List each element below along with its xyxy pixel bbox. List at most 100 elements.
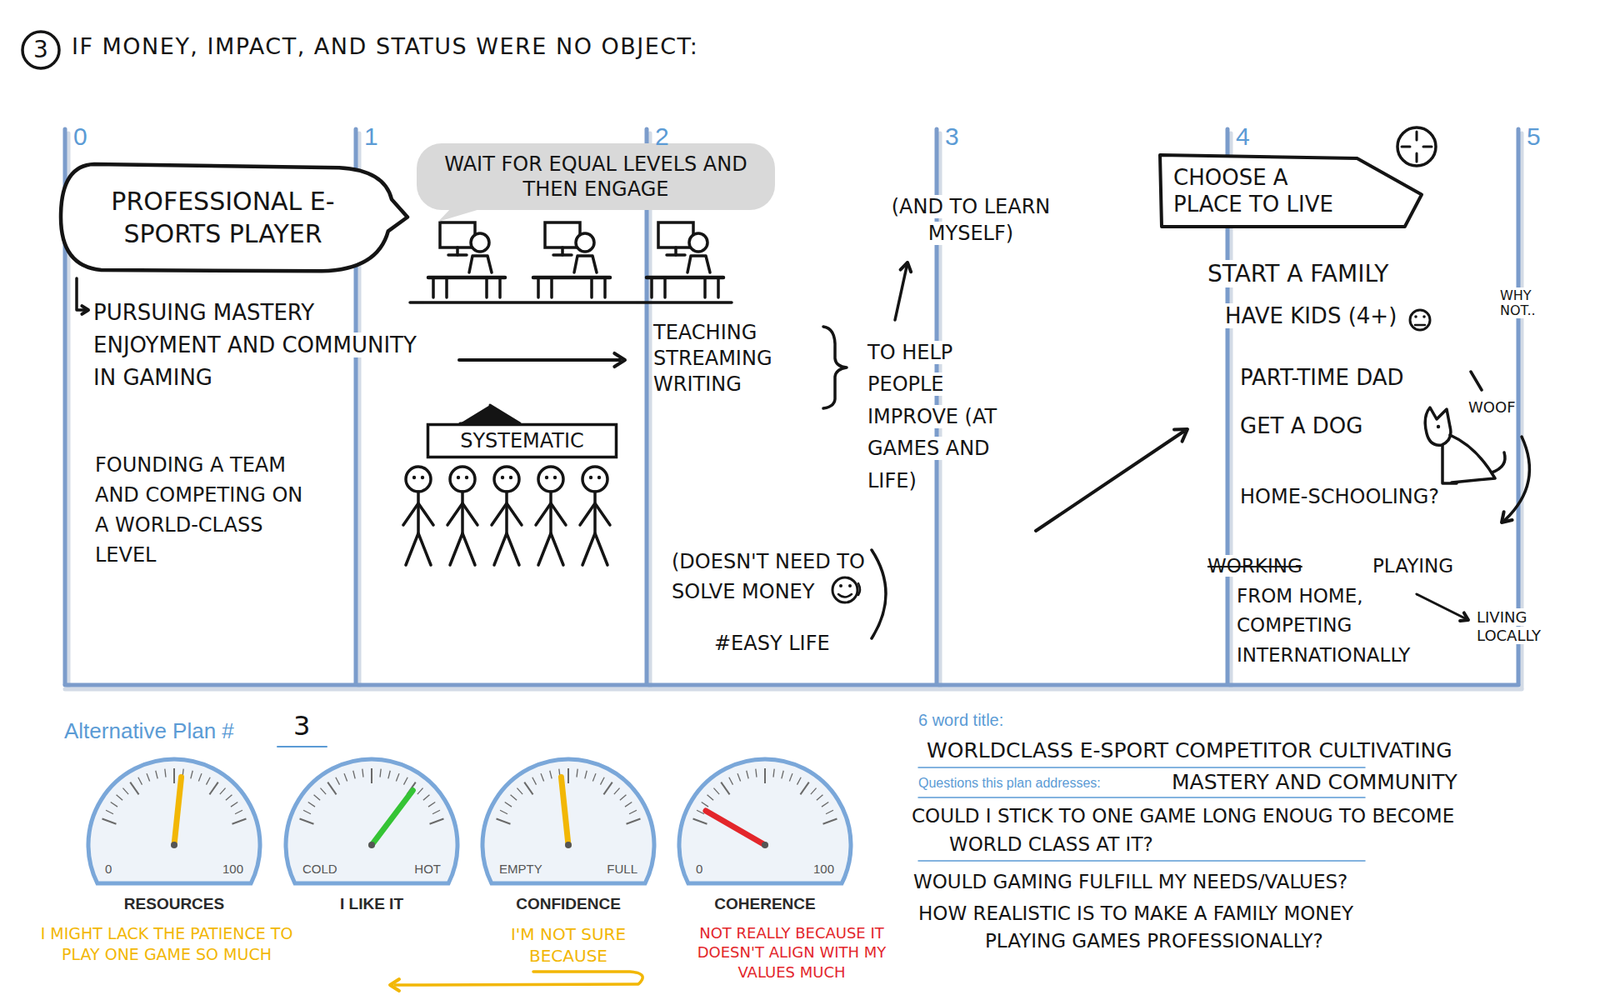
- curved-arrow: [1505, 436, 1530, 520]
- gauge-tick: [816, 795, 824, 801]
- desk: [646, 275, 724, 280]
- gauge-tick: [432, 810, 440, 815]
- player-head: [575, 233, 595, 252]
- gauge-tick: [395, 773, 400, 781]
- gauge-tick: [122, 788, 129, 795]
- figure-body: [593, 491, 597, 534]
- pointer-triangle: [460, 405, 520, 424]
- figure-arms: [535, 503, 566, 525]
- question-text-block: HOW REALISTIC IS TO MAKE A FAMILY MONEY …: [918, 900, 1435, 956]
- gauge-dial: [285, 759, 458, 884]
- gauge-tick: [746, 770, 749, 780]
- desk-leg: [485, 277, 489, 298]
- gauge-dial: [679, 759, 851, 884]
- note-text-block: PART-TIME DAD: [1240, 365, 1405, 391]
- timeline-line: [645, 129, 650, 685]
- crosshair-tick: [1415, 153, 1419, 162]
- node-text: SYSTEMATIC: [435, 429, 610, 454]
- bracket: [871, 550, 886, 639]
- player-body: [469, 255, 492, 273]
- gauge-tick: [146, 773, 150, 781]
- underline: [410, 300, 732, 305]
- form-label: 6 word title:: [918, 710, 1004, 730]
- gauge-tick: [737, 773, 741, 781]
- node-text: RESOURCES: [85, 895, 264, 914]
- diagram-title: IF MONEY, IMPACT, AND STATUS WERE NO OBJ…: [71, 33, 699, 60]
- note-text-block: (DOESN'T NEED TO SOLVE MONEY: [671, 546, 930, 607]
- node-text: 0: [105, 861, 112, 876]
- gauge-tick: [625, 802, 632, 808]
- figure-body: [549, 491, 553, 534]
- gauge-tick: [629, 810, 637, 815]
- gauge-tick: [370, 768, 373, 784]
- plan-title-block: MASTERY AND COMMUNITY: [1171, 770, 1458, 795]
- field-line: [918, 796, 1365, 799]
- gauge-tick: [821, 802, 829, 808]
- face-eye: [1422, 315, 1426, 319]
- monitor-stand: [666, 253, 685, 257]
- figure-arms: [403, 503, 434, 525]
- gauge-comment: NOT REALLY BECAUSE IT DOESN'T ALIGN WITH…: [697, 924, 887, 981]
- dog-leg: [1442, 445, 1457, 484]
- bubble-outline: [60, 164, 408, 271]
- gauge-tick: [585, 770, 587, 780]
- gauge-comment-block: I MIGHT LACK THE PATIENCE TO PLAY ONE GA…: [25, 923, 309, 965]
- node-text: 100: [813, 861, 835, 876]
- dog-body: [1450, 435, 1495, 483]
- plan-number-block: 3: [293, 710, 310, 742]
- gauge-comment-block: I'M NOT SURE BECAUSE: [480, 923, 656, 967]
- arrow-head: [81, 305, 89, 315]
- gauge-tick: [592, 773, 596, 781]
- node-text: I LIKE IT: [282, 895, 461, 914]
- player-head: [689, 233, 708, 252]
- aside-text-block: WHY NOT..: [1500, 288, 1550, 320]
- timeline-base: [65, 683, 1519, 688]
- figure-legs: [494, 533, 520, 565]
- dog-head: [1425, 407, 1451, 445]
- gauge-tick: [603, 782, 612, 795]
- arrow-head: [900, 262, 912, 272]
- gauge-tick: [220, 788, 226, 795]
- player-head: [470, 233, 490, 252]
- monitor-stand: [448, 253, 467, 257]
- figure-eye: [597, 475, 601, 480]
- figure-legs: [538, 533, 564, 565]
- crosshair-icon: [1397, 127, 1436, 166]
- axis-number: 1: [364, 122, 379, 150]
- callout-number: 3: [20, 30, 61, 70]
- gauge: 0 100RESOURCES: [85, 756, 264, 920]
- form-label: Questions this plan addresses:: [918, 775, 1101, 790]
- slash-mark: [1470, 371, 1482, 390]
- field-line: [918, 766, 1365, 769]
- gauge-tick: [423, 795, 430, 801]
- arrow-line: [895, 266, 907, 320]
- gauge-tick: [430, 819, 445, 825]
- node-text: 0: [695, 861, 703, 876]
- figure-arms: [447, 503, 478, 525]
- gauge-tick: [102, 819, 117, 825]
- note-text-block: (AND TO LEARN MYSELF): [862, 193, 1080, 248]
- gauge-comment-block: NOT REALLY BECAUSE IT DOESN'T ALIGN WITH…: [676, 923, 907, 982]
- gauge-tick: [198, 773, 202, 781]
- note-text-block: HAVE KIDS (4+): [1225, 303, 1397, 330]
- desk-leg: [536, 277, 540, 298]
- node-text: 100: [222, 861, 244, 876]
- gauge-tick: [353, 770, 355, 780]
- gauge: COLDHOTI LIKE IT: [282, 756, 461, 920]
- figure-head: [538, 466, 564, 492]
- gauge-needle: [174, 776, 182, 845]
- arrow-head: [1501, 511, 1513, 523]
- brace: [823, 326, 847, 409]
- arrow-head: [614, 353, 625, 367]
- gauge-tick: [300, 819, 315, 825]
- gauge-tick: [388, 770, 390, 780]
- gauge-tick: [524, 782, 533, 795]
- gauge-tick: [789, 773, 793, 781]
- figure-eye: [545, 475, 549, 480]
- doodle-mouth: [838, 594, 852, 598]
- gauge-tick: [755, 769, 757, 778]
- node-text: COHERENCE: [675, 895, 855, 914]
- figure-eye: [589, 475, 593, 480]
- gauge-tick: [600, 777, 605, 785]
